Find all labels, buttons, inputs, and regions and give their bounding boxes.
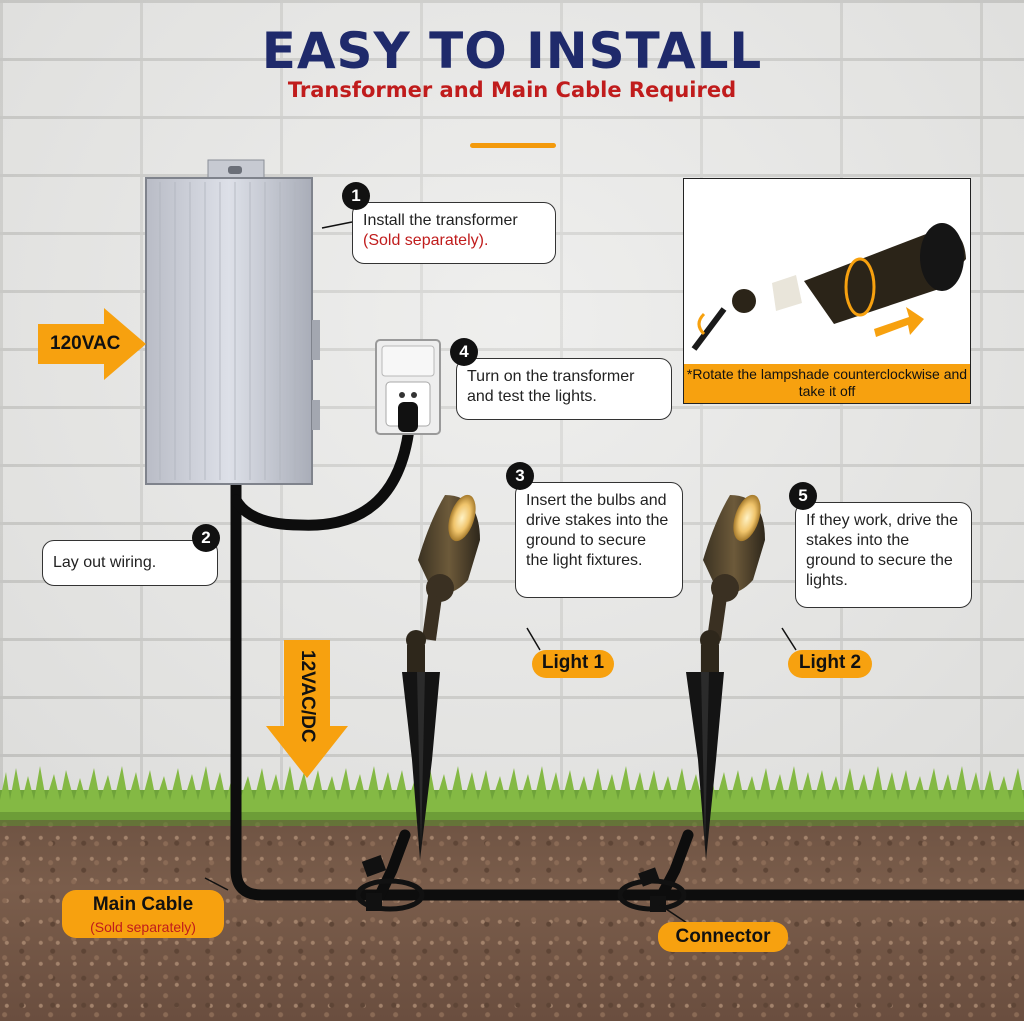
main-cable-tag: Main Cable (Sold separately) (62, 890, 224, 938)
page-subtitle: Transformer and Main Cable Required (287, 78, 737, 102)
step-5-callout: If they work, drive the stakes into the … (795, 502, 972, 608)
light-2-tag: Light 2 (788, 650, 872, 678)
output-voltage-label: 12VAC/DC (297, 650, 318, 743)
connector-tag: Connector (658, 922, 788, 952)
step-1-text: Install the transformer (363, 212, 518, 229)
step-4-text: Turn on the transformer and test the lig… (467, 368, 635, 405)
transformer-box (145, 159, 320, 485)
connector-2 (617, 867, 687, 912)
outlet (375, 339, 441, 435)
input-voltage-label: 120VAC (50, 333, 121, 354)
step-5-number: 5 (789, 482, 817, 510)
main-cable-note: (Sold separately) (90, 919, 196, 935)
page-title: EASY TO INSTALL (261, 22, 763, 80)
connector-1 (355, 855, 425, 912)
arrow-12vac-icon (266, 640, 348, 778)
inset-caption: *Rotate the lampshade counterclockwise a… (684, 364, 970, 403)
title-divider (470, 143, 556, 148)
step-4-number: 4 (450, 338, 478, 366)
step-2-callout: Lay out wiring. (42, 540, 218, 586)
step-3-text: Insert the bulbs and drive stakes into t… (526, 492, 669, 569)
step-4-callout: Turn on the transformer and test the lig… (456, 358, 672, 420)
lampshade-illustration (691, 223, 966, 351)
step-1-number: 1 (342, 182, 370, 210)
step-2-number: 2 (192, 524, 220, 552)
light-2-fixture (686, 494, 765, 860)
step-3-number: 3 (506, 462, 534, 490)
light-1-tag: Light 1 (532, 650, 614, 678)
step-5-text: If they work, drive the stakes into the … (806, 512, 959, 589)
step-1-note: (Sold separately). (363, 232, 489, 249)
main-cable (230, 414, 1024, 901)
lampshade-inset: *Rotate the lampshade counterclockwise a… (683, 178, 971, 404)
grass (0, 766, 1024, 826)
main-cable-label: Main Cable (92, 894, 194, 915)
step-1-callout: Install the transformer (Sold separately… (352, 202, 556, 264)
arrow-120vac-icon (38, 308, 146, 380)
light-1-fixture (402, 494, 480, 860)
step-3-callout: Insert the bulbs and drive stakes into t… (515, 482, 683, 598)
step-2-text: Lay out wiring. (53, 554, 157, 571)
